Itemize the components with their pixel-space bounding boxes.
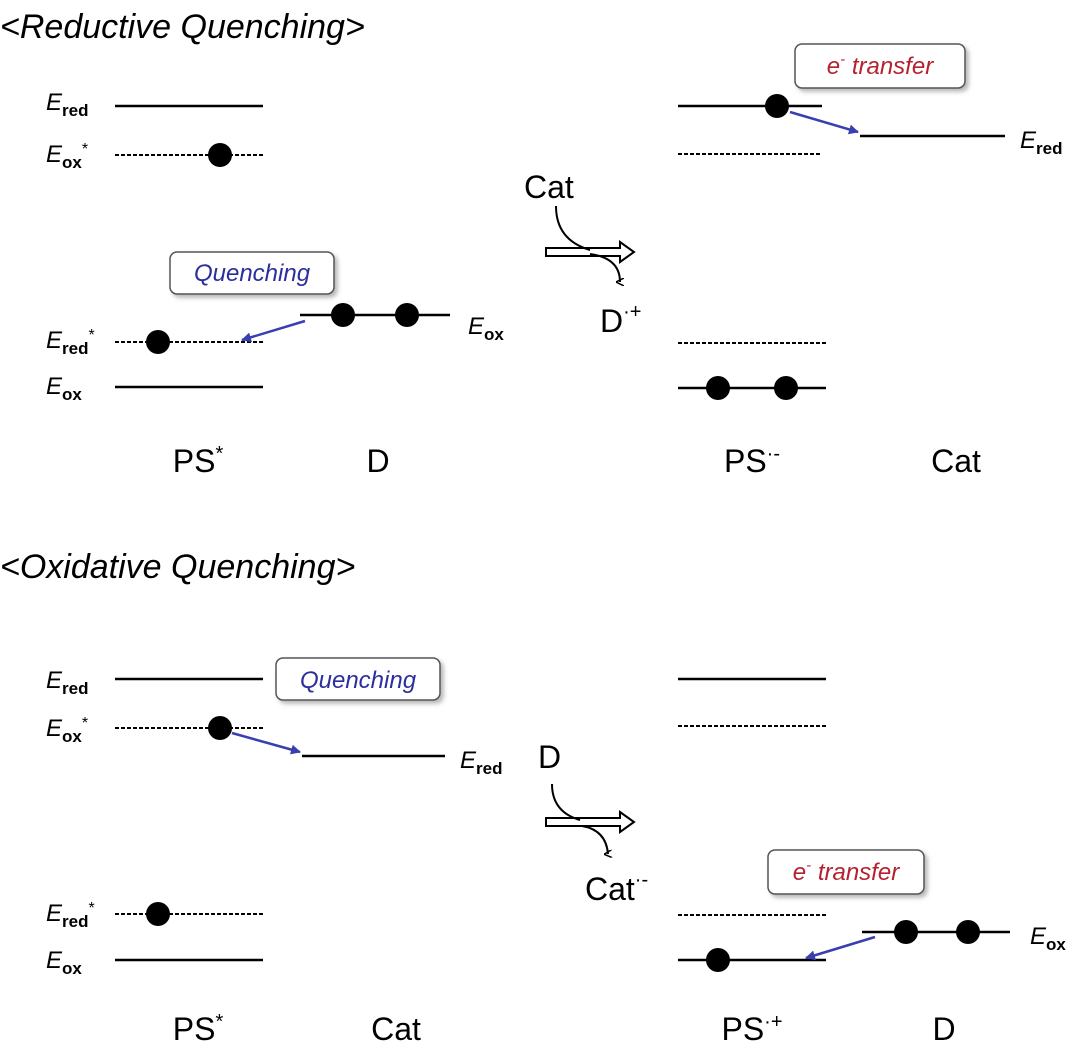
electron-dot [146, 902, 170, 926]
transfer-arrow [789, 110, 859, 135]
label-ered: Ered [46, 667, 88, 698]
electron-dot [146, 330, 170, 354]
reductive-panel: <Reductive Quenching> Ered Eox* Ered* Eo… [0, 8, 1062, 479]
electron-dot [331, 303, 355, 327]
electron-dot [894, 920, 918, 944]
label-ered-star: Ered* [46, 900, 95, 931]
species-ps-anion: PS·- [724, 443, 780, 479]
electron-dot [956, 920, 980, 944]
label-eox-star: Eox* [46, 715, 88, 746]
electron-dot [208, 143, 232, 167]
quenching-box [275, 657, 441, 701]
oxidative-panel: <Oxidative Quenching> Ered Eox* Ered* Eo… [0, 548, 1066, 1044]
quenching-box-label: Quenching [194, 260, 311, 287]
species-ps-star: PS* [173, 443, 224, 479]
quenching-box-label: Quenching [300, 667, 417, 694]
reagent-in-curve [555, 205, 591, 251]
reagent-out-curve [589, 253, 620, 282]
reagent-cat-in: Cat [524, 169, 574, 205]
oxidative-title: <Oxidative Quenching> [0, 548, 355, 586]
label-d-eox: Eox [468, 313, 504, 344]
species-ps-cation: PS·+ [721, 1011, 782, 1044]
electron-dot [706, 376, 730, 400]
reagent-cat-out: Cat·- [585, 869, 648, 907]
quenching-arrow [231, 731, 301, 755]
quenching-arrow [241, 319, 306, 343]
electron-dot [765, 94, 789, 118]
species-cat: Cat [371, 1011, 421, 1044]
electron-dot [208, 716, 232, 740]
species-d: D [932, 1011, 955, 1044]
quenching-box [169, 251, 335, 295]
label-ered-star: Ered* [46, 327, 95, 358]
species-cat: Cat [931, 443, 981, 479]
transfer-box-label: e- transfer [827, 51, 934, 80]
reaction-arrow-icon [545, 240, 636, 264]
label-ered: Ered [46, 89, 88, 120]
reagent-d-out: D·+ [600, 301, 641, 339]
reagent-in-curve [551, 783, 581, 821]
label-eox: Eox [46, 373, 82, 404]
label-cat-ered: Ered [460, 747, 502, 778]
reaction-arrow-icon [545, 810, 636, 834]
transfer-box [767, 849, 925, 895]
species-ps-star: PS* [173, 1011, 224, 1044]
label-cat-ered: Ered [1020, 127, 1062, 158]
reagent-out-curve [581, 825, 608, 854]
electron-dot [774, 376, 798, 400]
label-eox: Eox [46, 947, 82, 978]
transfer-box-label: e- transfer [793, 857, 900, 886]
reagent-d-in: D [538, 739, 561, 775]
reductive-title: <Reductive Quenching> [0, 8, 365, 46]
electron-dot [706, 948, 730, 972]
label-d-eox: Eox [1030, 923, 1066, 954]
label-eox-star: Eox* [46, 141, 88, 172]
transfer-box [794, 43, 966, 89]
species-d: D [366, 443, 389, 479]
transfer-arrow [805, 935, 876, 961]
electron-dot [395, 303, 419, 327]
